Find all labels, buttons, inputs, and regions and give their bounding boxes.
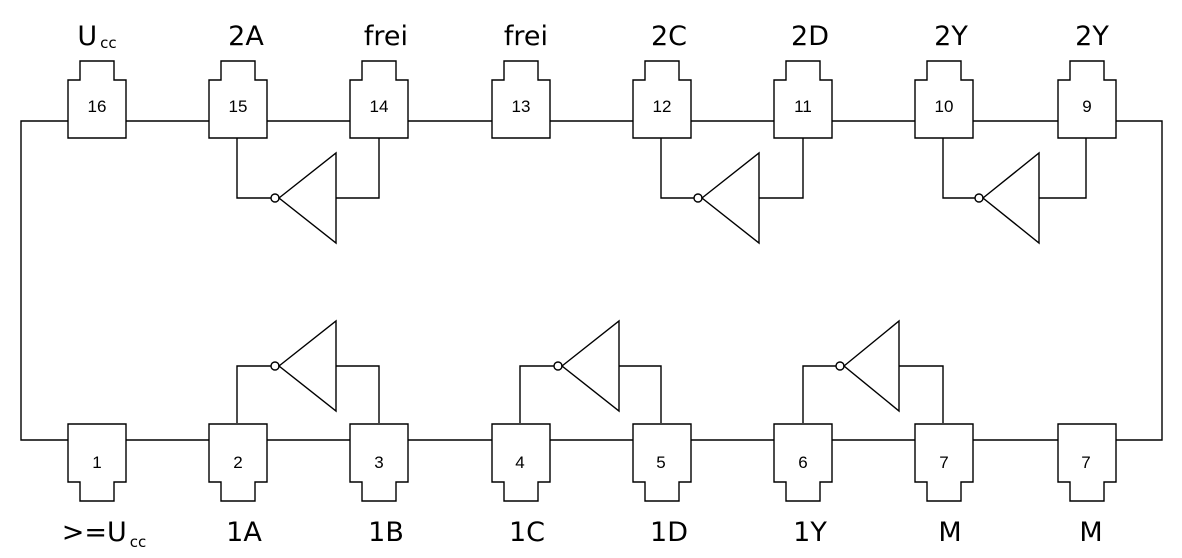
pin-bottom: 7 M xyxy=(1057,423,1117,548)
inverter-top-1 xyxy=(236,138,380,245)
pin-top: 13 frei xyxy=(491,21,551,139)
pin-label: M xyxy=(938,517,961,548)
pin-bottom: 2 1A xyxy=(208,423,268,548)
pin-bottom: 6 1Y xyxy=(773,423,833,548)
pin-top: 14 frei xyxy=(349,21,409,139)
pin-top: 11 2D xyxy=(773,21,833,139)
pin-bottom: 4 1C xyxy=(491,423,551,548)
inverter-bottom-1 xyxy=(236,319,380,423)
pin-number: 10 xyxy=(935,97,954,116)
pin-number: 4 xyxy=(515,453,524,472)
pin-number: 7 xyxy=(1081,453,1090,472)
pin-label: frei xyxy=(504,21,548,52)
pin-bottom: 3 1B xyxy=(349,423,409,548)
pin-label: 1D xyxy=(650,517,688,548)
pin-number: 12 xyxy=(653,97,672,116)
pin-number: 16 xyxy=(88,97,107,116)
inverter-bottom-2 xyxy=(519,319,662,423)
pin-label: frei xyxy=(364,21,408,52)
pin-number: 1 xyxy=(92,453,101,472)
pin-number: 11 xyxy=(794,97,812,116)
package-outline xyxy=(20,120,1163,441)
pin-number: 2 xyxy=(233,453,242,472)
pin-label: 2Y xyxy=(1075,21,1109,52)
pin-label: 1Y xyxy=(793,517,827,548)
pin-number: 13 xyxy=(512,97,531,116)
pin-label: 1B xyxy=(368,517,404,548)
pin-label: 2A xyxy=(228,21,264,52)
pin-label: 2D xyxy=(791,21,829,52)
inverter-bottom-3 xyxy=(802,319,944,423)
pin-number: 14 xyxy=(370,97,389,116)
inverter-top-2 xyxy=(660,138,804,245)
inverter-top-3 xyxy=(942,138,1087,245)
pin-number: 7 xyxy=(939,453,948,472)
pin-bottom: 7 M xyxy=(914,423,974,548)
pin-top: 15 2A xyxy=(208,21,268,139)
pin-top: 10 2Y xyxy=(914,21,974,139)
pin-number: 3 xyxy=(374,453,383,472)
pin-label: 2C xyxy=(651,21,687,52)
pin-number: 9 xyxy=(1082,97,1091,116)
pin-label: 1A xyxy=(226,517,262,548)
pin-label: M xyxy=(1079,517,1102,548)
pin-label: 1C xyxy=(509,517,545,548)
pin-number: 15 xyxy=(229,97,248,116)
pin-label: 2Y xyxy=(934,21,968,52)
pin-top: 9 2Y xyxy=(1057,21,1117,139)
pin-top: 12 2C xyxy=(632,21,692,139)
pin-number: 5 xyxy=(656,453,665,472)
pin-number: 6 xyxy=(798,453,807,472)
pin-bottom: 5 1D xyxy=(632,423,692,548)
